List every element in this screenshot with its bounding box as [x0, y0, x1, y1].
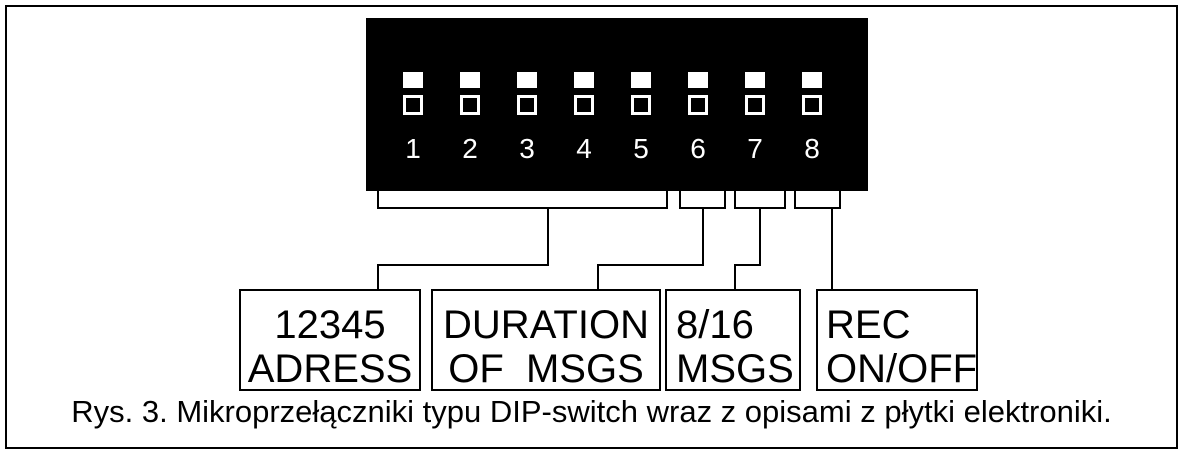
switch-slot [631, 95, 651, 115]
switch-number-label: 6 [690, 133, 706, 164]
dip-switch-7: 7 [745, 72, 765, 164]
switch-slot [460, 95, 480, 115]
bracket-8 [794, 174, 841, 209]
lead-7 [734, 208, 761, 290]
label-duration-line2: OF MSGS [448, 347, 644, 391]
dip-switch-8: 8 [802, 72, 822, 164]
connector-lines [377, 174, 841, 290]
switch-slot [517, 95, 537, 115]
switch-lever [574, 72, 594, 88]
label-duration-line1: DURATION [443, 303, 649, 347]
switch-number-label: 5 [633, 133, 649, 164]
dip-switch-2: 2 [460, 72, 480, 164]
label-msgs-line1: 8/16 [676, 303, 754, 347]
dip-switch-6: 6 [688, 72, 708, 164]
switch-slot [574, 95, 594, 115]
switch-number-label: 3 [519, 133, 535, 164]
switch-slot [403, 95, 423, 115]
switch-number-label: 2 [462, 133, 478, 164]
switch-lever [802, 72, 822, 88]
switch-group: 1 2 3 4 5 6 7 8 [403, 72, 822, 164]
label-box-rec: REC ON/OFF [816, 289, 978, 391]
figure-border [5, 5, 1178, 449]
label-rec-line2: ON/OFF [826, 347, 977, 391]
dip-switch-1: 1 [403, 72, 423, 164]
lead-1-5 [377, 208, 549, 290]
switch-lever [688, 72, 708, 88]
bracket-1-5 [377, 174, 668, 209]
figure-caption: Rys. 3. Mikroprzełączniki typu DIP-switc… [71, 394, 1112, 429]
label-address-line1: 12345 [274, 303, 385, 347]
label-box-address: 12345 ADRESS [239, 289, 421, 391]
label-msgs-line2: MSGS [676, 347, 794, 391]
switch-number-label: 7 [747, 133, 763, 164]
label-address-line2: ADRESS [248, 347, 413, 391]
switch-lever [631, 72, 651, 88]
dip-switch-5: 5 [631, 72, 651, 164]
dip-switch-block [366, 18, 868, 191]
lead-6 [597, 208, 704, 290]
switch-number-label: 4 [576, 133, 592, 164]
switch-lever [517, 72, 537, 88]
switch-slot [688, 95, 708, 115]
label-box-msgs: 8/16 MSGS [665, 289, 801, 391]
label-rec-line1: REC [826, 303, 910, 347]
switch-lever [403, 72, 423, 88]
switch-number-label: 1 [405, 133, 421, 164]
switch-lever [460, 72, 480, 88]
switch-slot [745, 95, 765, 115]
dip-switch-3: 3 [517, 72, 537, 164]
switch-number-label: 8 [804, 133, 820, 164]
label-box-duration: DURATION OF MSGS [431, 289, 661, 391]
switch-lever [745, 72, 765, 88]
dip-switch-4: 4 [574, 72, 594, 164]
switch-slot [802, 95, 822, 115]
